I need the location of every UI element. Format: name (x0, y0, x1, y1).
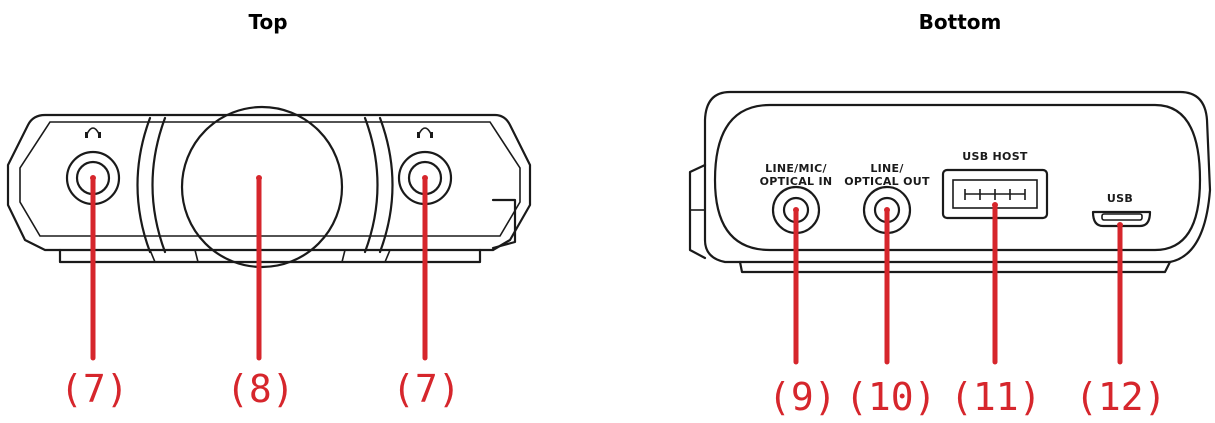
callout-label-9: (9) (768, 375, 837, 419)
port-label-line-in-2: OPTICAL IN (760, 175, 833, 188)
callout-label-11: (11) (950, 375, 1042, 419)
callout-7-left (90, 175, 96, 361)
port-label-line-in-1: LINE/MIC/ (765, 162, 827, 175)
bottom-view-device (688, 90, 1212, 274)
callout-10 (884, 207, 890, 365)
callout-label-8: (8) (226, 367, 295, 411)
callout-11 (992, 202, 998, 365)
port-label-optical-out-1: LINE/ (870, 162, 904, 175)
port-label-usb-host: USB HOST (962, 150, 1028, 163)
headphone-icon (85, 127, 101, 138)
usb-micro-port (1091, 210, 1152, 228)
callout-label-12: (12) (1075, 375, 1167, 419)
callout-12 (1117, 222, 1123, 365)
volume-knob (180, 105, 344, 269)
headphone-icon (417, 127, 433, 138)
callout-7-right (422, 175, 428, 361)
top-view-device (6, 105, 532, 269)
port-label-usb: USB (1107, 192, 1133, 205)
top-view-title: Top (248, 10, 288, 34)
callout-9 (793, 207, 799, 365)
bottom-view-title: Bottom (918, 10, 1002, 34)
callout-8 (256, 175, 262, 361)
callout-label-7-right: (7) (392, 367, 461, 411)
callout-label-10: (10) (845, 375, 937, 419)
port-label-optical-out-2: OPTICAL OUT (844, 175, 930, 188)
callout-label-7-left: (7) (60, 367, 129, 411)
